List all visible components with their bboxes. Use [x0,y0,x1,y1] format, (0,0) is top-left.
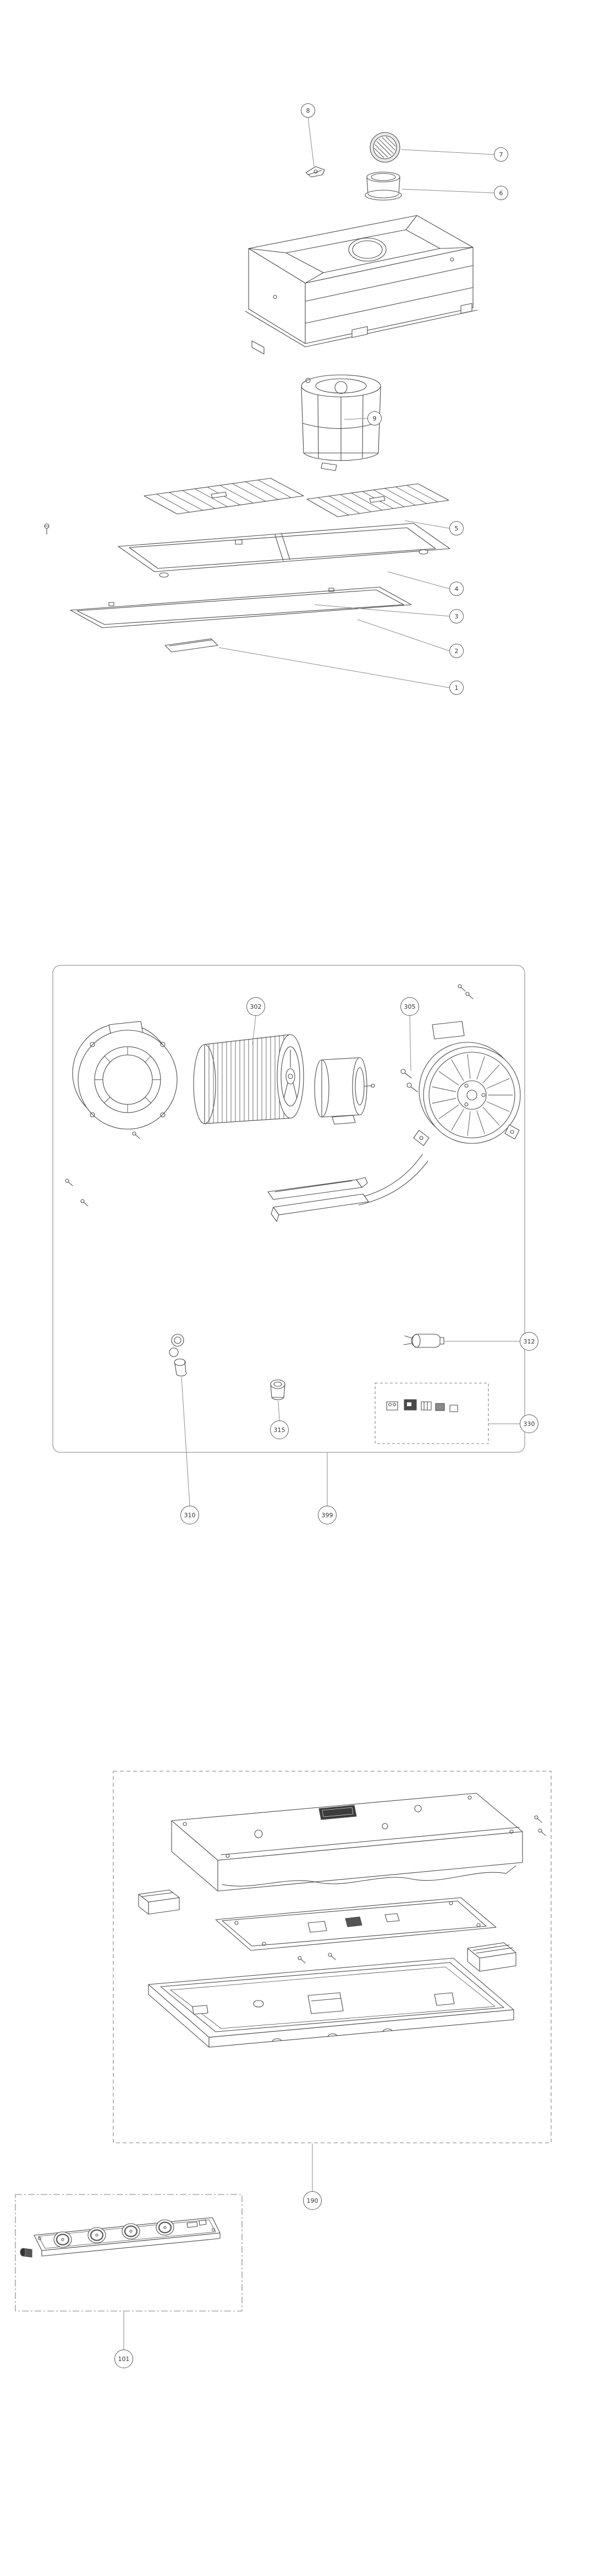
module-left [138,1889,180,1915]
round-grille [370,132,400,163]
handle-strip [164,638,218,653]
motor-unit [301,374,381,471]
callout-302: 302 [246,997,265,1016]
lamp-part [169,1334,187,1377]
kit-screws [65,984,474,1207]
callout-1: 1 [449,681,464,695]
blower-motor [314,1057,375,1125]
blower-housing-right [413,1021,521,1146]
filter-frame [118,523,450,578]
control-unit-box [113,1771,552,2143]
grease-filters [144,478,449,517]
base-tray [148,1958,514,2048]
callout-310: 310 [180,1506,199,1524]
callout-399: 399 [318,1506,337,1524]
leader-lines [123,117,522,2350]
fixing-bracket [305,166,325,178]
mounting-strips [267,1177,369,1222]
callout-4: 4 [449,582,464,596]
capacitor [403,1334,444,1348]
electrical-kit-box [375,1383,489,1444]
callout-3: 3 [449,609,464,623]
callout-190: 190 [303,2191,322,2210]
blower-housing-left [72,1021,178,1130]
callout-305: 305 [400,997,419,1016]
control-cover [171,1793,523,1892]
callout-5: 5 [449,521,464,535]
callout-7: 7 [494,147,508,162]
callout-312: 312 [520,1332,538,1351]
callout-330: 330 [520,1414,538,1433]
cover-screws [534,1815,546,1836]
electrical-components [386,1399,458,1412]
motor-kit-box [52,965,525,1453]
module-right [467,1942,516,1972]
callout-9: 9 [367,411,382,425]
control-panel-strip [34,2217,221,2257]
bottom-frame [70,587,412,628]
screw [44,523,50,535]
control-panel-box [15,2194,243,2312]
callout-315: 315 [270,1420,289,1439]
panel-cap-part [20,2248,32,2258]
hood-canopy [245,215,478,355]
motor-cable [356,1154,428,1206]
duct-collar [365,172,402,201]
callout-6: 6 [494,186,508,200]
callout-2: 2 [449,644,464,658]
callout-8: 8 [301,103,315,118]
panel-knobs [53,2219,174,2248]
callout-101: 101 [114,2350,133,2368]
pcb-tray [215,1897,497,1964]
bushing [270,1379,285,1400]
blower-wheel [193,1034,304,1124]
motor-screws [400,1069,418,1092]
